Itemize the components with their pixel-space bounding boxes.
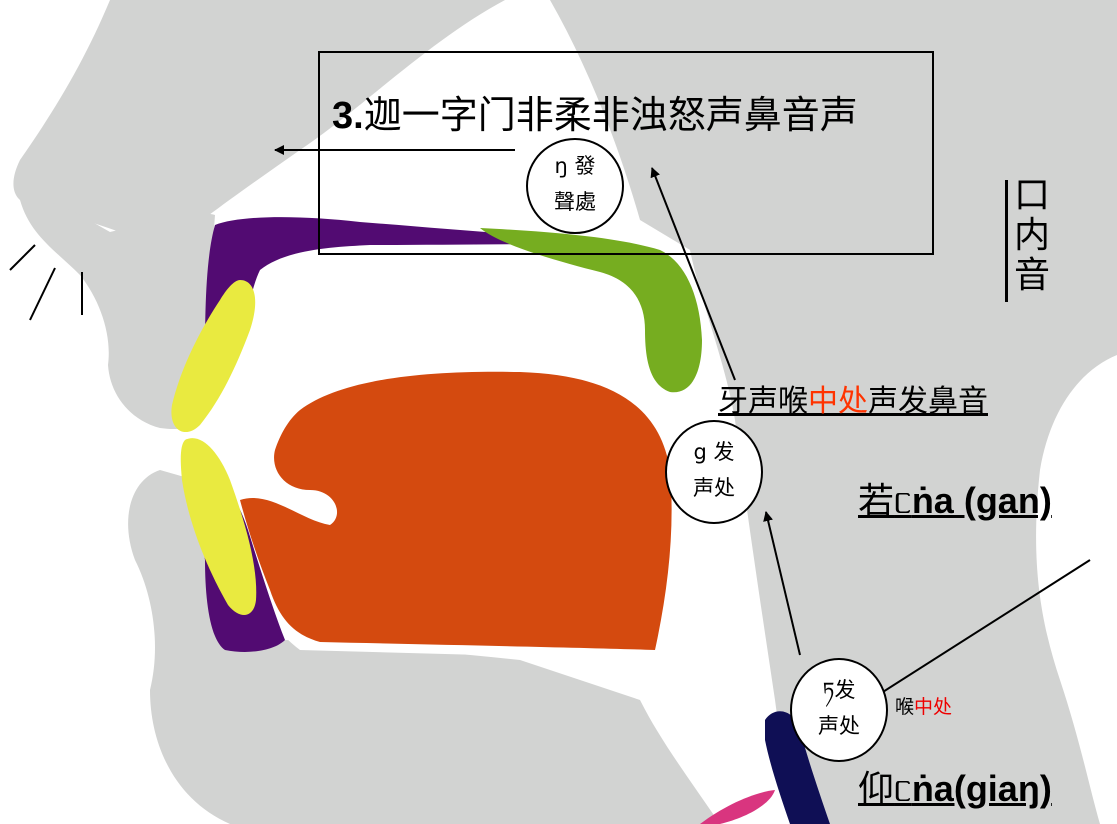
arrow-to-g [763, 511, 801, 656]
side-label: 口 内 音 [1012, 176, 1052, 296]
velar-nasal-circle: ŋ 發 聲處 [526, 138, 624, 234]
velar-nasal-line2: 聲處 [554, 190, 596, 214]
tongue [240, 371, 672, 650]
tibetan-point-line2: 声处 [818, 714, 860, 738]
chin-tissue [128, 470, 721, 824]
label-gan-latin: ṅa (gan) [911, 480, 1052, 521]
epiglottis [765, 711, 830, 824]
vocal-cord [700, 790, 775, 824]
lower-lip [180, 438, 257, 616]
label-gan-glyph: ᥴ [894, 481, 912, 522]
title-box [318, 51, 934, 255]
label-giang-latin: ṅa(giaŋ) [911, 768, 1052, 809]
velar-nasal-line1: ŋ 發 [554, 154, 596, 178]
label-giang: 仰ᥴṅa(giaŋ) [858, 760, 1052, 812]
title-number: 3. [332, 95, 364, 137]
side-label-char: 内 [1013, 215, 1050, 256]
caption-highlight: 中处 [808, 384, 868, 419]
upper-lip [171, 280, 256, 433]
page-title: 3.迦一字门非柔非浊怒声鼻音声 [332, 84, 858, 139]
caption-part2: 声发鼻音 [868, 384, 988, 419]
palate [205, 217, 590, 380]
side-label-char: 口 [1013, 175, 1050, 216]
label-giang-cjk: 仰 [858, 769, 895, 810]
g-point-line1: g 发 [693, 440, 735, 464]
arrow-to-velum [650, 167, 736, 381]
nose-tissue [20, 199, 215, 430]
throat-label-highlight: 中处 [914, 696, 953, 718]
arrow-to-throat [874, 559, 1091, 698]
title-text: 迦一字门非柔非浊怒声鼻音声 [363, 93, 858, 137]
velum [480, 228, 702, 393]
throat-label: 喉中处 [895, 692, 952, 719]
nose-line [29, 267, 56, 321]
g-point-line2: 声处 [693, 476, 735, 500]
nose-line [9, 244, 36, 271]
tibetan-point-circle: ཏ发 声处 [790, 658, 888, 762]
caption: 牙声喉中处声发鼻音 [718, 376, 988, 420]
side-label-char: 音 [1013, 255, 1050, 296]
label-gan-cjk: 若 [858, 481, 895, 522]
throat-label-part1: 喉 [895, 696, 915, 718]
side-label-bar [1005, 180, 1008, 302]
tibetan-point-line1: ཏ发 [822, 678, 856, 702]
g-point-circle: g 发 声处 [665, 420, 763, 524]
label-gan: 若ᥴṅa (gan) [858, 472, 1052, 524]
label-giang-glyph: ᥴ [894, 769, 912, 810]
caption-part1: 牙声喉 [718, 384, 808, 419]
back-tissue [550, 0, 1117, 824]
head-tissue [13, 0, 505, 250]
